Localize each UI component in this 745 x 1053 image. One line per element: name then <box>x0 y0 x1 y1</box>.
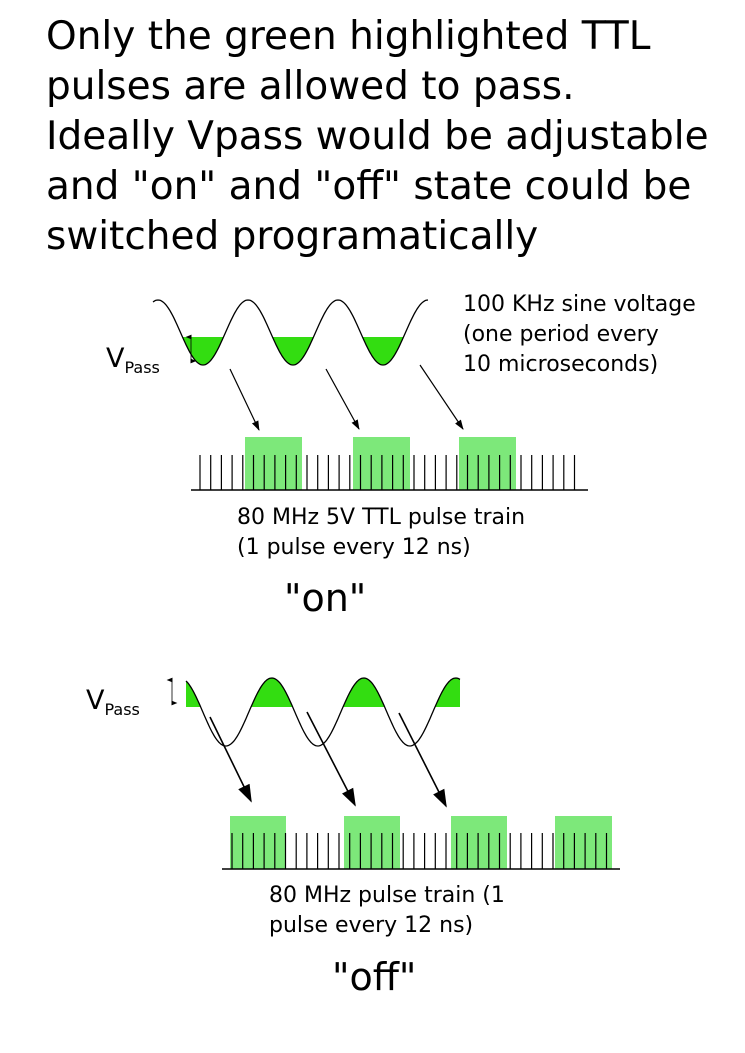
headline-line: Only the green highlighted TTL <box>46 14 651 59</box>
sine-wave <box>185 677 461 747</box>
headline-line: pulses are allowed to pass. <box>46 64 575 109</box>
gate-arrow <box>419 364 464 430</box>
off-panel <box>166 677 620 870</box>
passed-lobe <box>343 678 385 707</box>
gate-window <box>230 816 286 869</box>
passed-lobe <box>362 337 404 365</box>
passed-lobe <box>272 337 314 365</box>
headline-line: Ideally Vpass would be adjustable <box>46 114 709 159</box>
gate-window <box>451 816 507 869</box>
gate-arrow <box>229 368 260 431</box>
headline: Only the green highlighted TTL pulses ar… <box>46 12 709 262</box>
on-panel <box>152 299 588 491</box>
headline-line: and "on" and "off" state could be <box>46 164 692 209</box>
gate-arrow <box>306 711 356 807</box>
gate-arrow <box>398 712 447 808</box>
off-vpass-label: VPass <box>86 685 140 719</box>
on-state-label: "on" <box>284 576 367 620</box>
gate-window <box>245 437 302 490</box>
gate-arrow <box>325 368 360 430</box>
gate-window <box>459 437 516 490</box>
gate-arrow <box>209 716 252 803</box>
headline-line: switched programatically <box>46 214 539 259</box>
gate-window <box>555 816 612 869</box>
passed-lobe <box>251 678 293 707</box>
off-pulse-label: 80 MHz pulse train (1 pulse every 12 ns) <box>269 883 505 938</box>
on-vpass-label: VPass <box>106 343 160 377</box>
off-state-label: "off" <box>332 955 417 999</box>
on-sine-label: 100 KHz sine voltage (one period every 1… <box>463 292 696 377</box>
on-pulse-label: 80 MHz 5V TTL pulse train (1 pulse every… <box>237 505 526 560</box>
passed-lobe <box>186 681 201 707</box>
passed-lobe <box>435 678 460 707</box>
gate-window <box>344 816 400 869</box>
sine-wave <box>152 299 429 366</box>
